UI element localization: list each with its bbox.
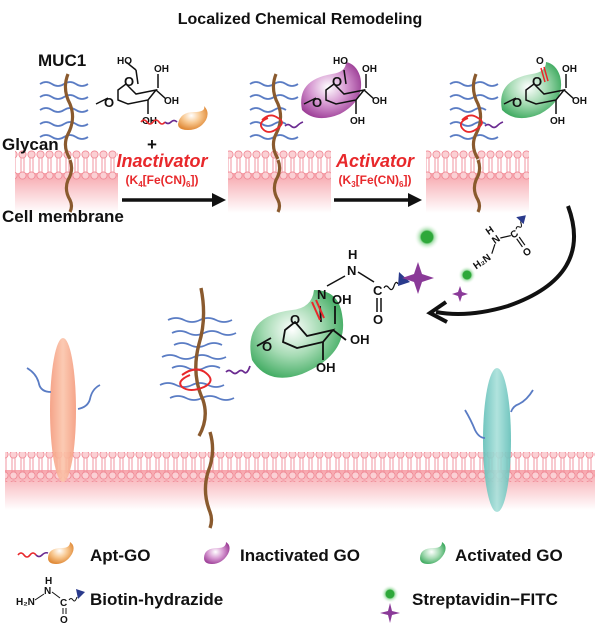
chem-C: C [373,283,383,298]
chem-HO: HO [333,56,348,67]
streptavidin-fitc-icon [380,585,400,623]
inactivated-go-enzyme [301,62,362,119]
plus-sign: + [147,135,157,154]
legend-item-inactivated-go: Inactivated GO [204,542,360,565]
chem-O: O [373,312,383,327]
activated-go-icon [420,542,446,564]
chem-H: H [45,576,52,587]
legend: Apt-GO Inactivated GO Activated GO H₂N N… [16,542,563,626]
chem-OH: OH [572,96,587,107]
chem-O: O [104,95,114,110]
panel-2-inactivated: O O HO OH OH OH [228,56,387,213]
chem-O: O [312,95,322,110]
chem-OH: OH [562,64,577,75]
legend-label-streptavidin-fitc: Streptavidin−FITC [412,590,558,609]
activator-label: Activator [335,151,415,171]
muc1-protein [63,73,75,213]
chem-OH: OH [142,116,157,127]
inactivated-go-icon [204,542,230,564]
legend-label-activated-go: Activated GO [455,546,563,565]
receptor-left [26,338,101,482]
chem-N: N [317,287,326,302]
chem-N: N [44,586,51,597]
chem-O: O [521,246,534,260]
legend-label-apt-go: Apt-GO [90,546,150,565]
chem-O: O [60,615,68,626]
legend-label-inactivated-go: Inactivated GO [240,546,360,565]
chem-OH: OH [350,332,370,347]
linker [284,121,304,129]
chem-O: O [262,339,272,354]
panel-3-activated: O O O OH OH OH [426,56,587,213]
biotin-triangle-icon [398,272,410,286]
chem-O: O [332,74,342,89]
chem-O: O [290,312,300,327]
galactose-structure [95,61,167,114]
figure-title: Localized Chemical Remodeling [178,11,423,28]
go-enzyme-orange [178,106,208,130]
chem-OH: OH [372,96,387,107]
glycan-chains [39,81,89,140]
linker [484,121,504,129]
chem-C: C [60,598,67,609]
aptamer [459,114,483,133]
chem-H: H [348,247,357,262]
aptamer [259,114,283,133]
activated-go-enzyme [501,62,562,119]
step-inactivator: Inactivator (K4[Fe(CN)6]) [116,151,226,207]
panel-1-native-muc1: O O HO OH OH OH MUC1 Glycan Cell membran… [2,51,208,226]
inactivator-reagent: (K4[Fe(CN)6]) [126,173,199,189]
chem-OH: OH [154,64,169,75]
legend-item-apt-go: Apt-GO [17,542,150,565]
return-arrow: H₂N N H C O [426,205,577,324]
chem-N: N [347,263,356,278]
step-activator: Activator (K3[Fe(CN)6]) [334,151,422,207]
legend-label-biotin-hydrazide: Biotin-hydrazide [90,590,223,609]
chem-H2N: H₂N [471,252,493,272]
chem-HO: HO [117,56,132,67]
chem-O: O [512,95,522,110]
curved-arrow [435,205,577,316]
streptavidin-star-icon [402,262,434,294]
receptor-right [464,368,534,512]
cell-membrane-label: Cell membrane [2,207,124,226]
linker [225,365,251,375]
aptamer [179,368,212,391]
streptavidin-star-icon [452,286,468,302]
activator-reagent: (K3[Fe(CN)6]) [339,173,412,189]
biotin-triangle-icon [516,215,526,225]
labeled-muc1-complex: O O OH OH OH N N H C O [159,224,440,529]
chem-O: O [124,74,134,89]
chem-OH: OH [362,64,377,75]
chem-OH: OH [550,116,565,127]
chem-O-aldehyde: O [536,56,544,67]
inactivator-label: Inactivator [116,151,208,171]
fitc-glow-icon [414,224,440,250]
legend-item-activated-go: Activated GO [420,542,563,565]
legend-item-streptavidin-fitc: Streptavidin−FITC [380,585,558,623]
chem-OH: OH [350,116,365,127]
muc1-protein [194,287,215,529]
glycan-label: Glycan [2,135,59,154]
biotin-hydrazide-icon: H₂N N H C O [16,576,85,626]
fitc-glow-icon [458,266,476,284]
apt-go-icon [17,542,74,564]
chem-O: O [532,74,542,89]
chem-H2N: H₂N [16,597,35,608]
muc1-label: MUC1 [38,51,86,70]
chem-OH: OH [332,292,352,307]
legend-item-biotin-hydrazide: H₂N N H C O Biotin-hydrazide [16,576,223,626]
apt-go-reagent [140,106,208,130]
chem-OH: OH [164,96,179,107]
chem-OH: OH [316,360,336,375]
chem-C: C [509,228,521,241]
